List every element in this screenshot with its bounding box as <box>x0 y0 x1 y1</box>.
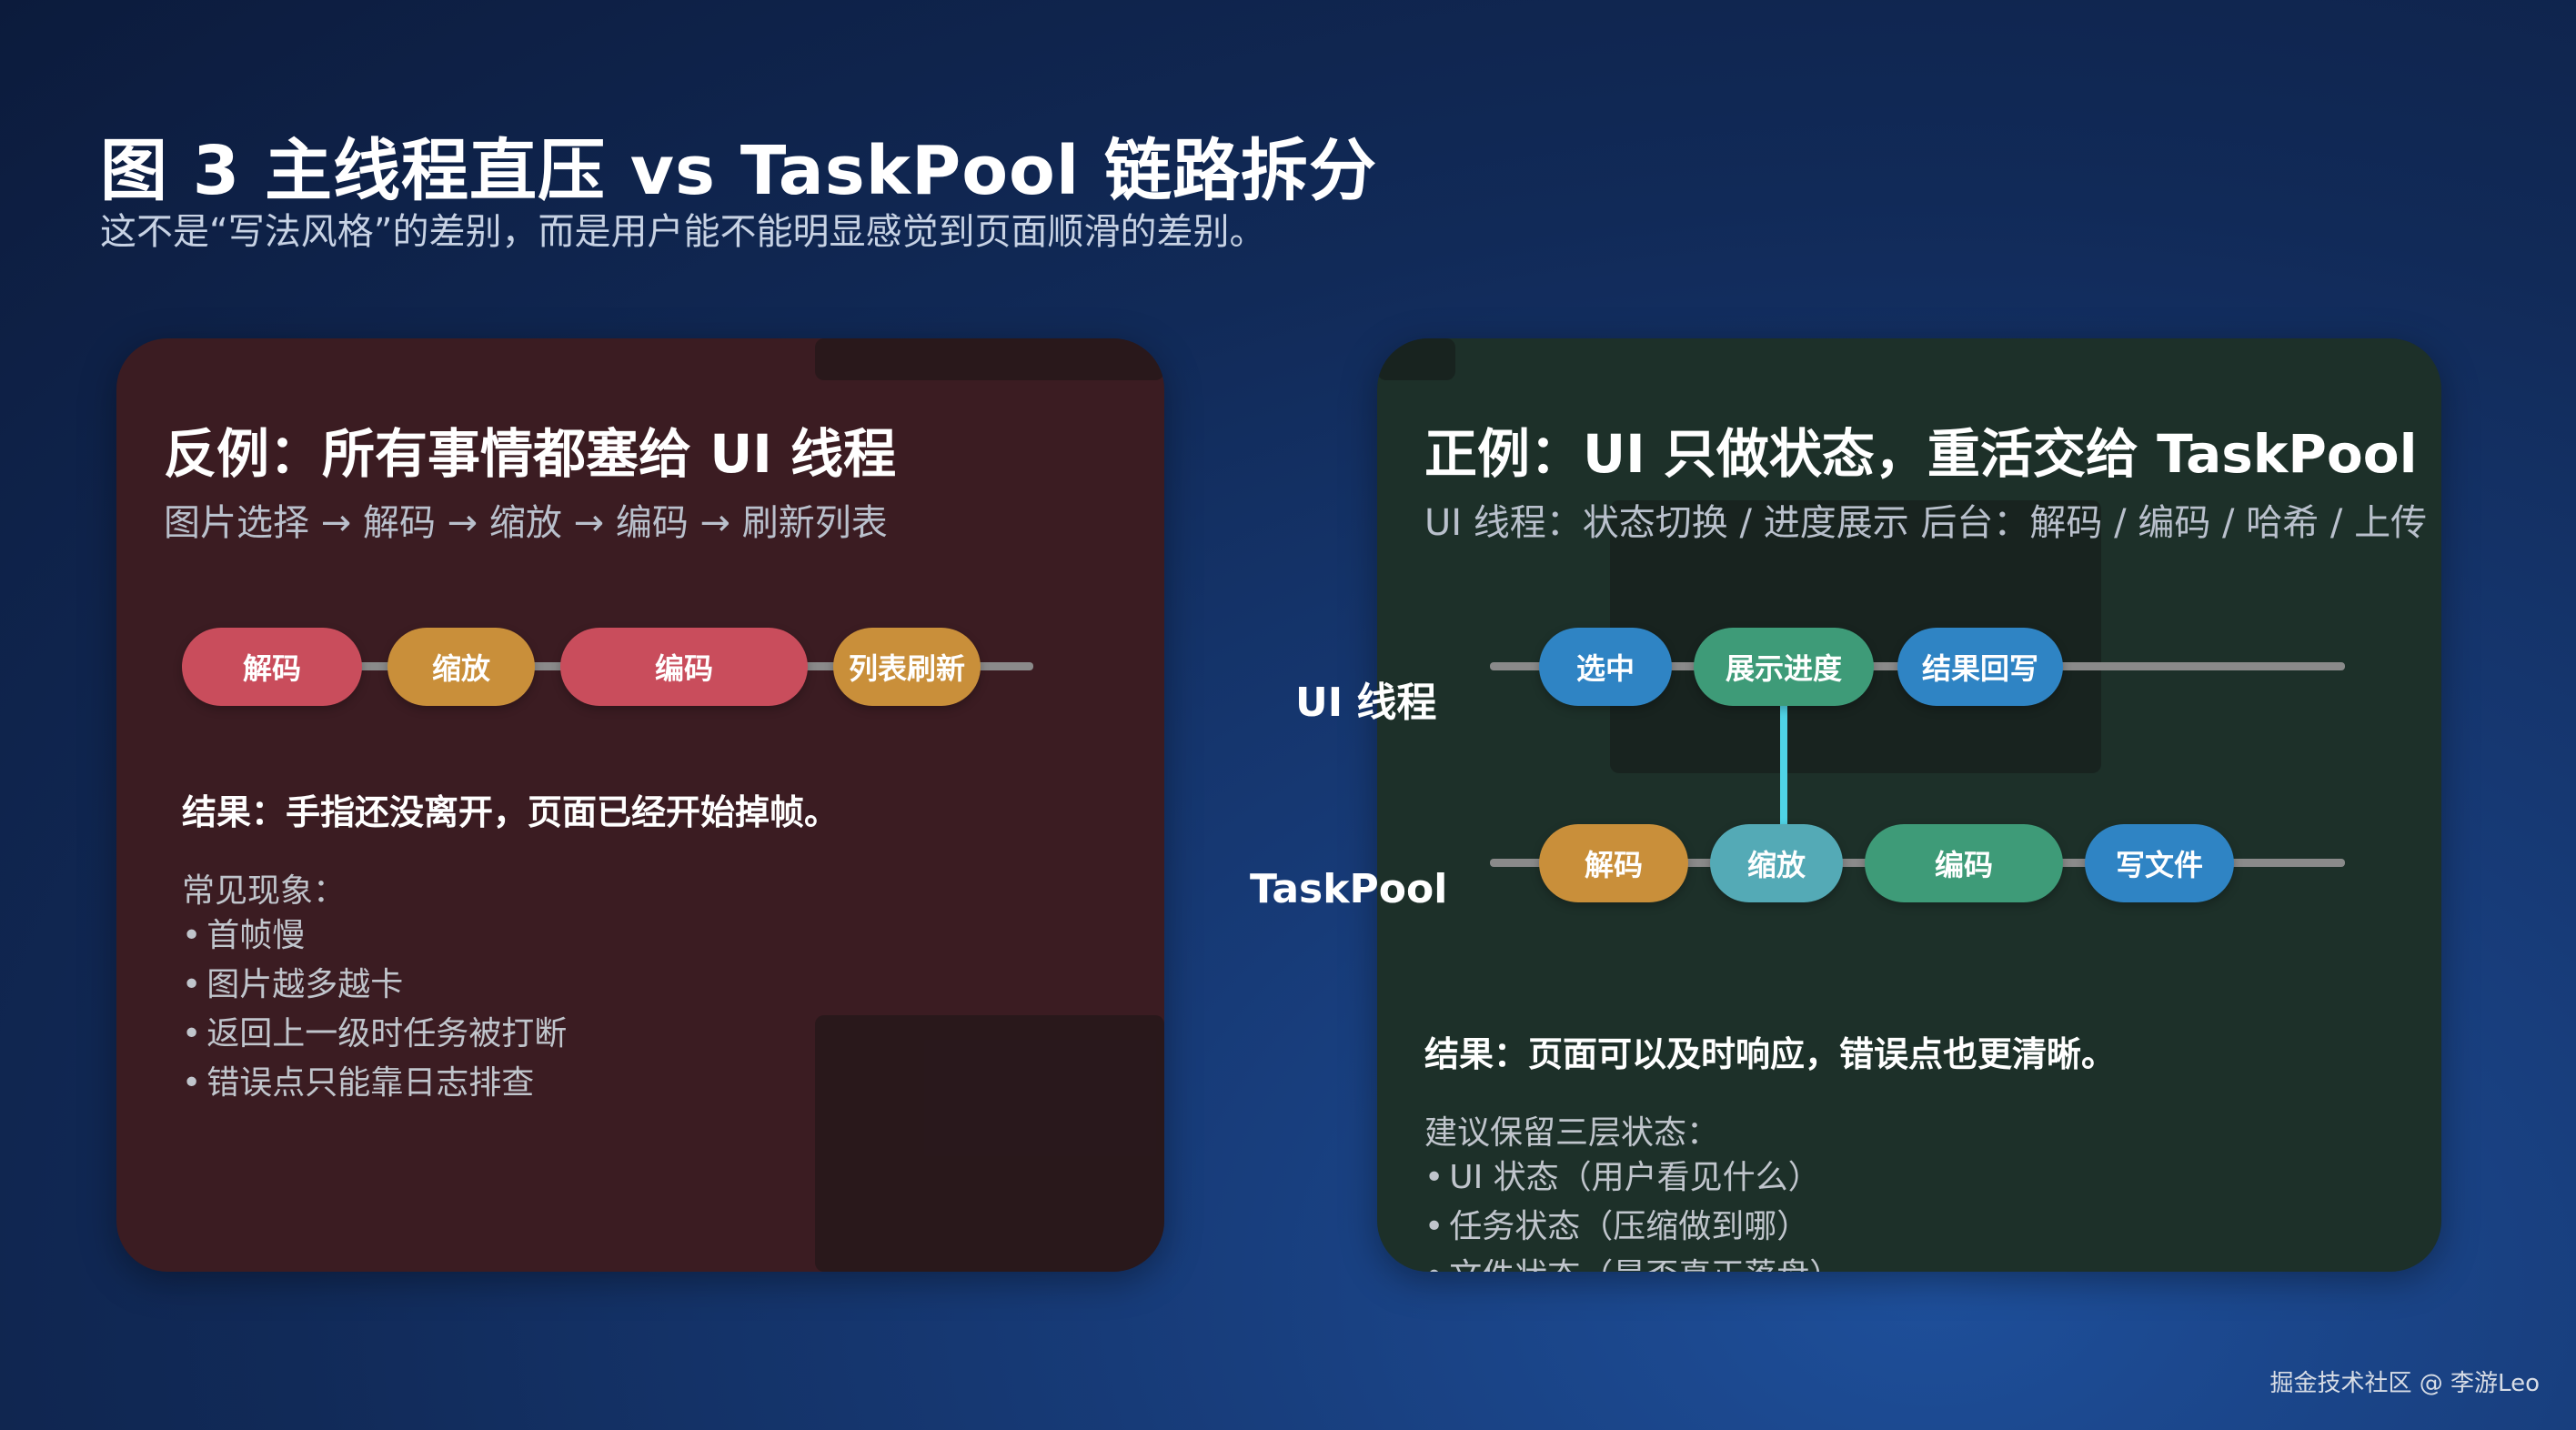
task-step-scale: 缩放 <box>1710 824 1843 902</box>
step-list-refresh: 列表刷新 <box>833 628 981 706</box>
ui-lane-label: UI 线程 <box>1295 680 1437 726</box>
list-item: 返回上一级时任务被打断 <box>182 1010 567 1059</box>
ui-step-select: 选中 <box>1539 628 1672 706</box>
suggested-states-title: 建议保留三层状态： <box>1424 1114 1720 1152</box>
list-item: 图片越多越卡 <box>182 961 567 1010</box>
common-symptoms-title: 常见现象： <box>182 872 347 910</box>
step-scale: 缩放 <box>387 628 535 706</box>
list-item: 首帧慢 <box>182 911 567 961</box>
task-step-write-file: 写文件 <box>2085 824 2234 902</box>
watermark: 掘金技术社区 @ 李游Leo <box>2269 1370 2540 1397</box>
task-step-encode: 编码 <box>1865 824 2063 902</box>
ui-step-write-back: 结果回写 <box>1897 628 2063 706</box>
list-item: 任务状态（压缩做到哪） <box>1424 1203 1842 1252</box>
counter-example-title: 反例：所有事情都塞给 UI 线程 <box>164 423 897 485</box>
ghost-screenshot-top <box>815 338 1164 380</box>
ghost-screenshot-bottom <box>815 1015 1164 1272</box>
task-step-decode: 解码 <box>1539 824 1688 902</box>
suggested-states-list: UI 状态（用户看见什么） 任务状态（压缩做到哪） 文件状态（是否真正落盘） <box>1424 1153 1842 1272</box>
list-item: 文件状态（是否真正落盘） <box>1424 1252 1842 1272</box>
common-symptoms-list: 首帧慢 图片越多越卡 返回上一级时任务被打断 错误点只能靠日志排查 <box>182 911 567 1108</box>
correct-example-card: 正例：UI 只做状态，重活交给 TaskPool UI 线程：状态切换 / 进度… <box>1377 338 2441 1272</box>
page-title: 图 3 主线程直压 vs TaskPool 链路拆分 <box>100 132 1377 210</box>
step-decode: 解码 <box>182 628 362 706</box>
step-encode: 编码 <box>560 628 808 706</box>
progress-connector <box>1780 702 1787 824</box>
correct-example-title: 正例：UI 只做状态，重活交给 TaskPool <box>1424 423 2418 485</box>
taskpool-lane-label: TaskPool <box>1250 866 1448 912</box>
list-item: UI 状态（用户看见什么） <box>1424 1153 1842 1203</box>
counter-example-flow: 图片选择 → 解码 → 缩放 → 编码 → 刷新列表 <box>164 502 888 544</box>
ghost-screenshot-top <box>1377 338 1455 380</box>
correct-example-result: 结果：页面可以及时响应，错误点也更清晰。 <box>1424 1034 2117 1074</box>
ui-step-show-progress: 展示进度 <box>1694 628 1874 706</box>
counter-example-card: 反例：所有事情都塞给 UI 线程 图片选择 → 解码 → 缩放 → 编码 → 刷… <box>116 338 1164 1272</box>
page-subtitle: 这不是“写法风格”的差别，而是用户能不能明显感觉到页面顺滑的差别。 <box>100 211 1266 253</box>
counter-example-result: 结果：手指还没离开，页面已经开始掉帧。 <box>182 792 840 832</box>
list-item: 错误点只能靠日志排查 <box>182 1059 567 1108</box>
correct-example-flow: UI 线程：状态切换 / 进度展示 后台：解码 / 编码 / 哈希 / 上传 <box>1424 502 2428 544</box>
